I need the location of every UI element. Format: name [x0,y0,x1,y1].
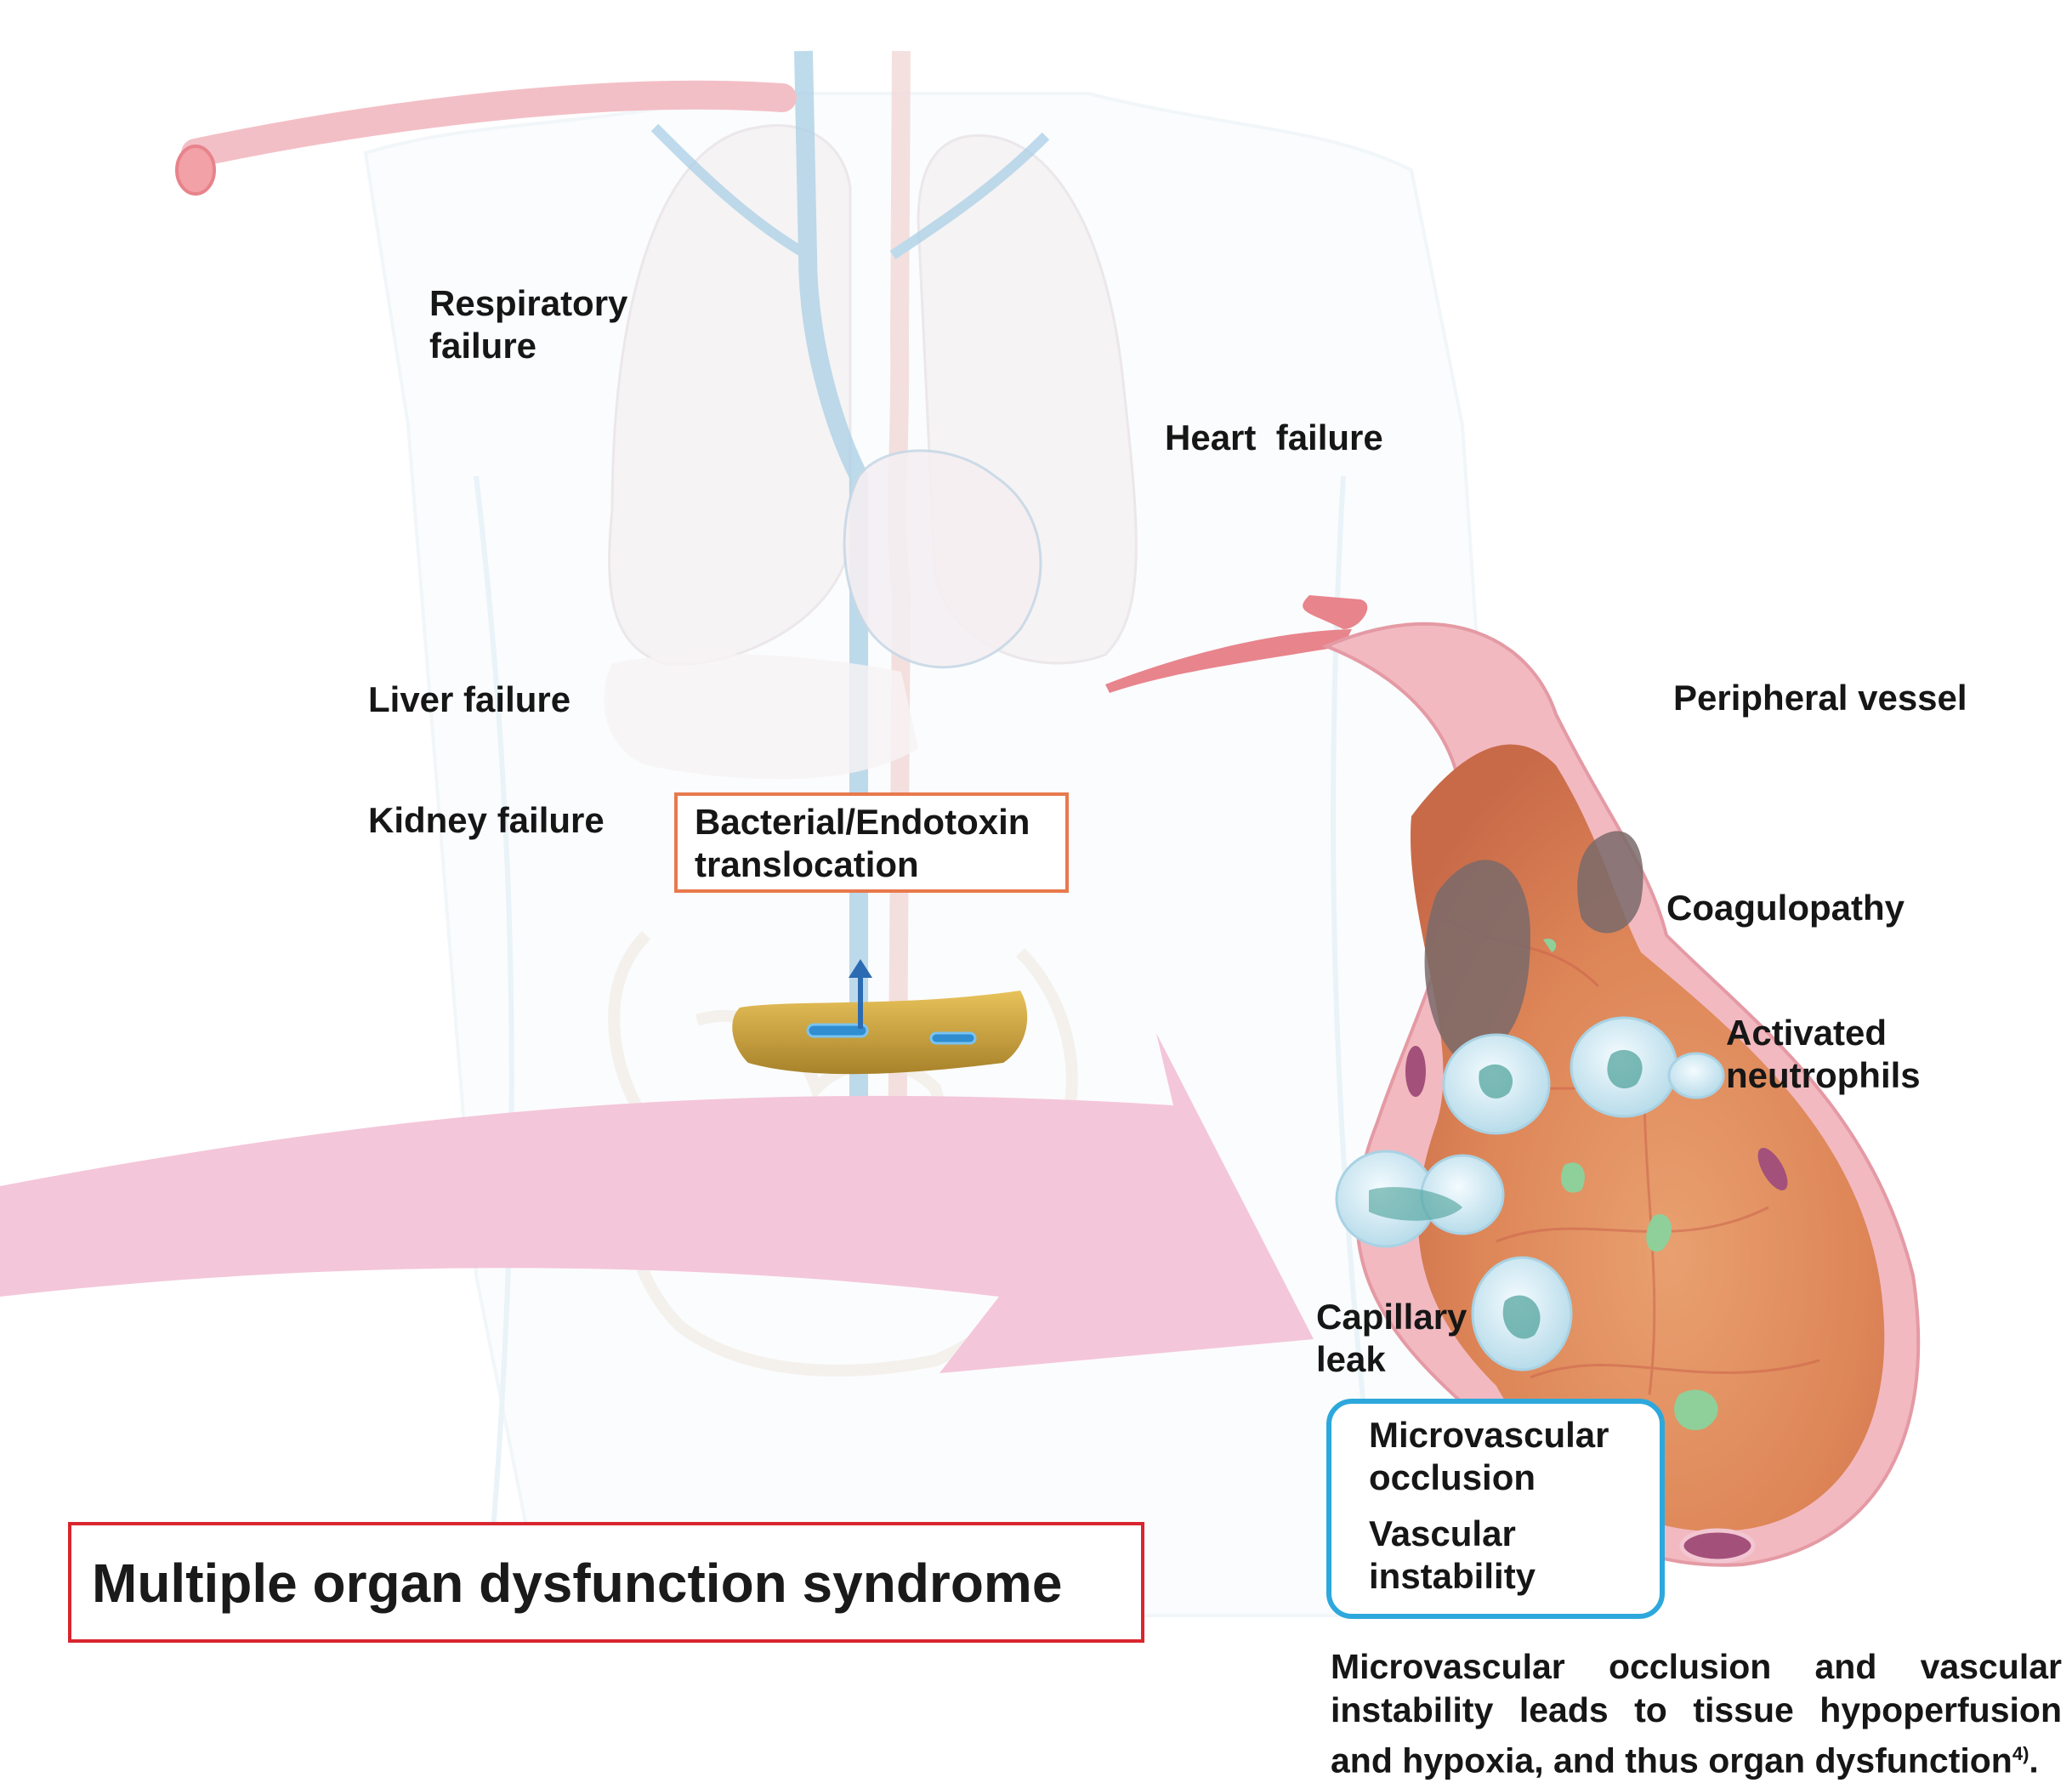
label-kidney-failure: Kidney failure [368,799,605,842]
platelet [1561,1162,1585,1192]
vascular-line1: Microvascular [1369,1414,1609,1456]
label-activated-neutrophils: Activated neutrophils [1726,1012,1921,1097]
vascular-line2: occlusion [1369,1456,1536,1499]
label-capillary-line2: leak [1316,1338,1467,1381]
label-liver-failure: Liver failure [368,679,571,721]
label-heart-failure: Heart failure [1165,417,1383,459]
label-respiratory-line1: Respiratory [429,282,627,325]
caption-line3-text: and hypoxia, and thus organ dysfunction [1331,1741,2012,1780]
caption-line3: and hypoxia, and thus organ dysfunction4… [1331,1732,2062,1783]
vascular-line4: instability [1369,1555,1536,1598]
caption-reference: 4) [2012,1743,2029,1764]
red-cell [1682,1530,1753,1561]
liver [604,654,918,779]
translocation-line1: Bacterial/Endotoxin [678,796,1065,843]
label-capillary-line1: Capillary [1316,1296,1467,1338]
diagram-title: Multiple organ dysfunction syndrome [92,1553,1062,1613]
artery-opening [177,146,214,194]
translocation-line2: translocation [678,843,1065,886]
vascular-box: Microvascular occlusion Vascular instabi… [1326,1399,1665,1619]
label-capillary-leak: Capillary leak [1316,1296,1467,1381]
caption: Microvascular occlusion and vascular ins… [1331,1645,2062,1783]
translocation-box: Bacterial/Endotoxin translocation [674,792,1069,893]
label-respiratory-failure: Respiratory failure [429,282,627,367]
caption-end: . [2029,1741,2038,1780]
caption-line2: instability leads to tissue hypoperfusio… [1331,1689,2062,1732]
vascular-line3: Vascular [1369,1513,1516,1555]
label-peripheral-vessel: Peripheral vessel [1673,677,1967,719]
label-activated-line1: Activated [1726,1012,1921,1054]
label-coagulopathy: Coagulopathy [1666,887,1905,929]
caption-line1: Microvascular occlusion and vascular [1331,1645,2062,1689]
label-activated-line2: neutrophils [1726,1054,1921,1097]
title-box: Multiple organ dysfunction syndrome [68,1522,1144,1643]
label-respiratory-line2: failure [429,325,627,367]
endothelial-nucleus [1405,1046,1426,1097]
